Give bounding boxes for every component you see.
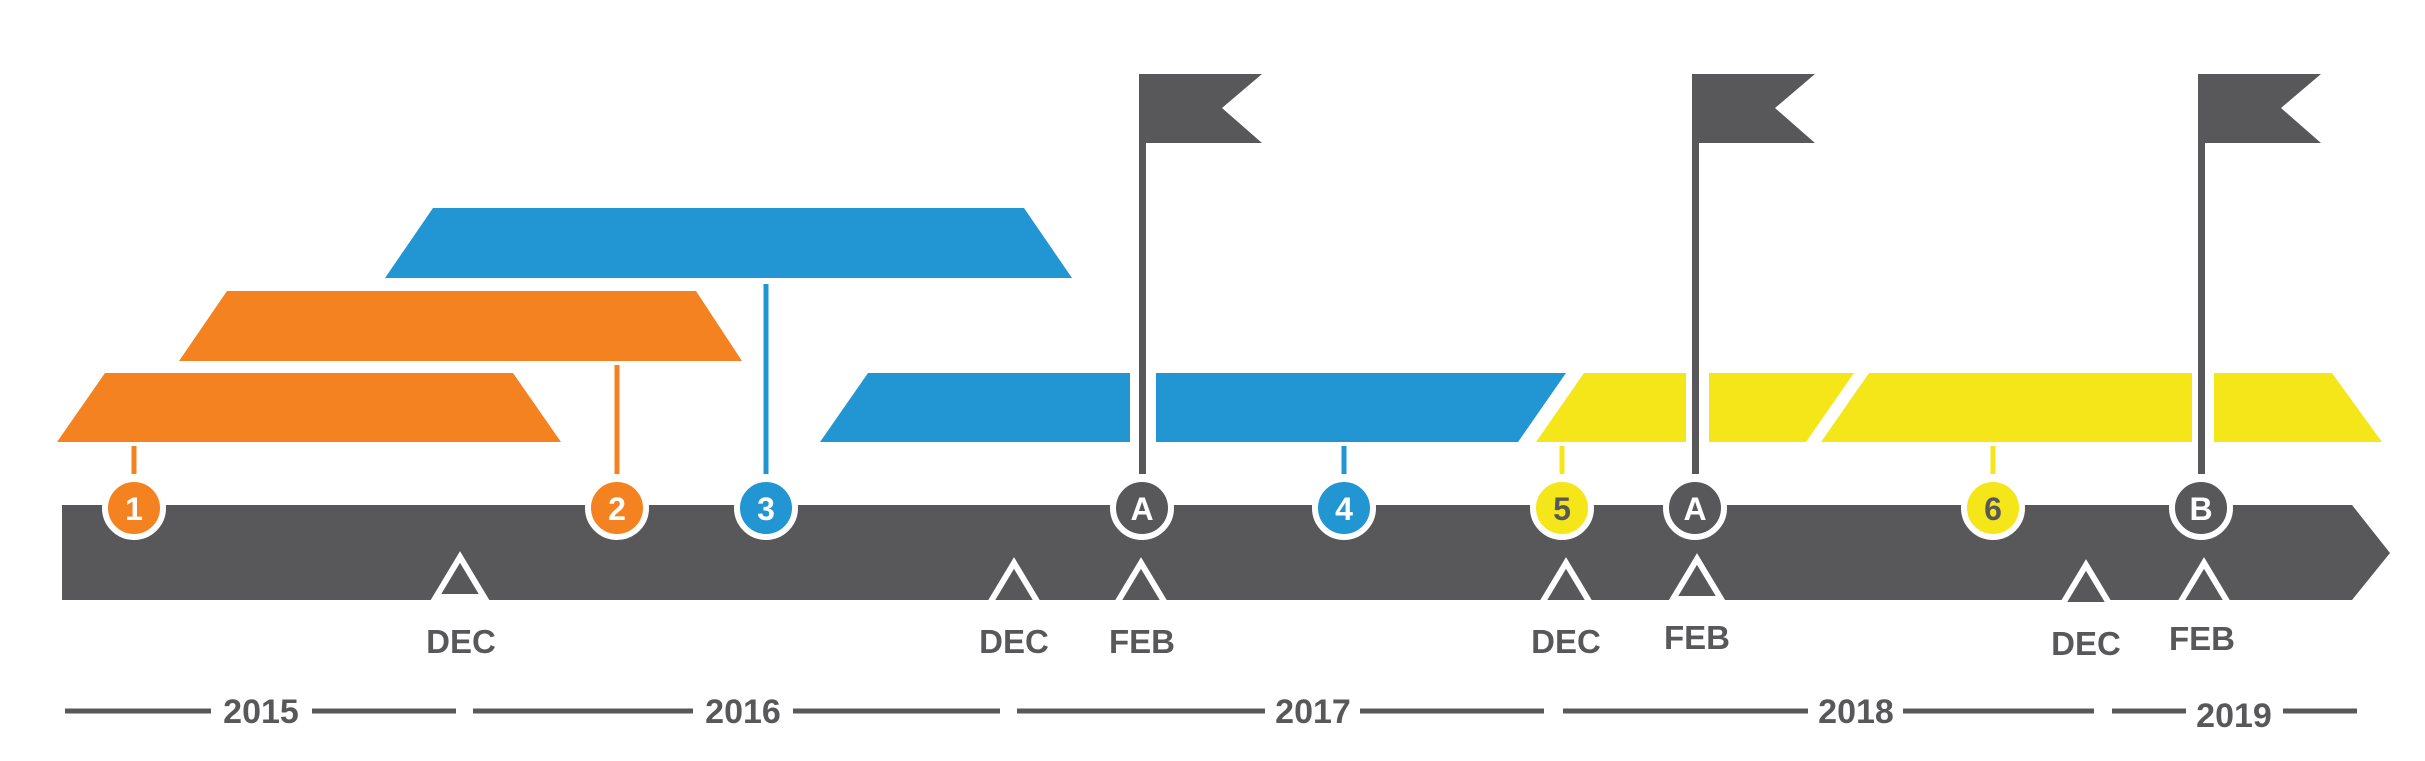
flag-b: [2198, 74, 2321, 474]
milestone-label: 3: [757, 491, 775, 527]
milestone-label: 1: [125, 491, 143, 527]
milestones: 1 2 3 A 4 5 A 6: [102, 476, 2233, 540]
milestone-4: 4: [1312, 476, 1376, 540]
milestone-label: A: [1130, 491, 1153, 527]
month-label: DEC: [1531, 623, 1601, 660]
year-label: 2015: [223, 693, 299, 731]
phase-bar-4-segment-1: [820, 373, 1130, 442]
milestone-label: A: [1683, 491, 1706, 527]
month-label: DEC: [979, 623, 1049, 660]
month-label: DEC: [2051, 625, 2121, 662]
month-triangles: [430, 551, 2234, 608]
phase-bar-3: [385, 208, 1072, 278]
phase-bar-2: [179, 291, 742, 361]
milestone-label: 4: [1335, 491, 1353, 527]
flag-icon: [2198, 74, 2321, 143]
flag-pole: [1692, 74, 1699, 474]
month-label: FEB: [1664, 619, 1730, 656]
phase-bars: [57, 208, 2382, 442]
phase-bar-5-segment-1: [1536, 373, 1686, 442]
milestone-3: 3: [734, 476, 798, 540]
milestone-circle: [102, 476, 166, 540]
timeline-arrow: [62, 505, 2390, 600]
milestone-a-1: A: [1110, 476, 1174, 540]
month-label: DEC: [426, 623, 496, 660]
milestone-circle: [2169, 476, 2233, 540]
milestone-circle: [1663, 476, 1727, 540]
milestone-1: 1: [102, 476, 166, 540]
month-marker-icon: [2056, 559, 2116, 608]
milestone-circle: [1110, 476, 1174, 540]
phase-bar-4-segment-2: [1156, 373, 1566, 442]
flag-a-1: [1139, 74, 1262, 474]
month-marker-icon: [984, 557, 1044, 606]
milestone-circle: [1530, 476, 1594, 540]
milestone-2: 2: [585, 476, 649, 540]
month-label: FEB: [2169, 620, 2235, 657]
flag-a-2: [1692, 74, 1815, 474]
month-labels: DEC DEC FEB DEC FEB DEC FEB: [426, 619, 2235, 662]
month-label: FEB: [1109, 623, 1175, 660]
phase-bar-6-segment-2: [2214, 373, 2382, 442]
milestone-5: 5: [1530, 476, 1594, 540]
flag-icon: [1692, 74, 1815, 143]
month-marker-icon: [1111, 557, 1171, 606]
milestone-a-2: A: [1663, 476, 1727, 540]
milestone-b: B: [2169, 476, 2233, 540]
year-labels: 2015 2016 2017 2018 2019: [223, 693, 2272, 735]
milestone-circle: [1961, 476, 2025, 540]
bar-connectors: [131, 284, 1996, 474]
milestone-circle: [585, 476, 649, 540]
phase-bar-6-segment-1: [1821, 373, 2192, 442]
milestone-circle: [734, 476, 798, 540]
milestone-label: 5: [1553, 491, 1571, 527]
month-marker-icon: [2174, 557, 2234, 606]
milestone-6: 6: [1961, 476, 2025, 540]
month-marker-icon: [1667, 553, 1727, 602]
year-label: 2016: [705, 693, 781, 731]
flag-pole: [2198, 74, 2205, 474]
milestone-circle: [1312, 476, 1376, 540]
milestone-label: B: [2189, 491, 2212, 527]
year-label: 2017: [1275, 693, 1351, 731]
flag-pole: [1139, 74, 1146, 474]
year-label: 2019: [2196, 697, 2272, 735]
flags: [1139, 74, 2321, 474]
milestone-label: 2: [608, 491, 626, 527]
phase-bar-5-segment-2: [1709, 373, 1854, 442]
month-marker-icon: [1536, 557, 1596, 606]
month-marker-icon: [430, 551, 490, 600]
phase-bar-1: [57, 373, 561, 442]
flag-icon: [1139, 74, 1262, 143]
milestone-label: 6: [1984, 491, 2002, 527]
year-label: 2018: [1818, 693, 1894, 731]
